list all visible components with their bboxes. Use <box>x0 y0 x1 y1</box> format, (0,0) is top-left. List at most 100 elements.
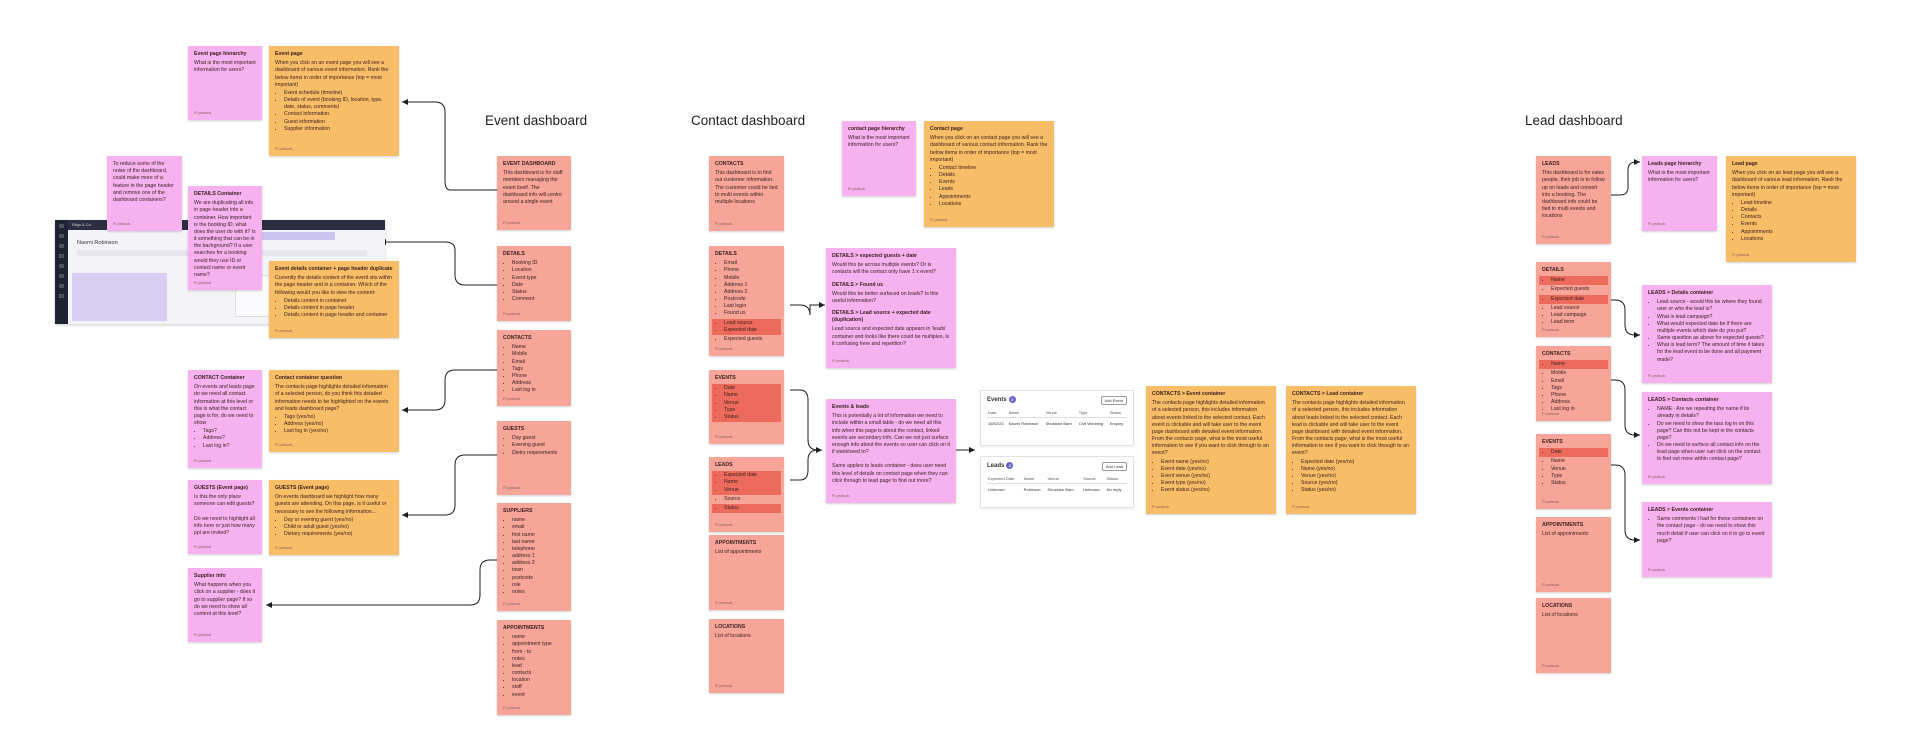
sticky-guests-question[interactable]: GUESTS (Event page) Is this the only pla… <box>188 480 262 554</box>
sticky-event-page[interactable]: Event page When you click on an event pa… <box>269 46 399 156</box>
highlighted-fields: Date Name Venue Type Status <box>712 384 781 423</box>
sticky-contact-appointments[interactable]: APPOINTMENTS List of appointments Fi pxt… <box>709 535 784 610</box>
note-title: CONTACTS <box>503 335 532 341</box>
table-row[interactable]: Unknown Robinson Shustoke Barn Unknown N… <box>987 484 1127 496</box>
list-item: Postcode <box>724 296 778 303</box>
list-item: Address <box>1551 399 1605 406</box>
sticky-details-duplication[interactable]: DETAILS > expected guests + date Would t… <box>826 248 956 368</box>
sticky-lead-contacts[interactable]: CONTACTS Name Mobile Email Tags Phone Ad… <box>1536 346 1611 421</box>
sticky-event-dashboard[interactable]: EVENT DASHBOARD This dashboard is for st… <box>497 156 571 230</box>
note-body: Lead source and expected date appears in… <box>832 326 950 347</box>
list-item: Lead source <box>1551 305 1605 312</box>
note-author: Fi pxtruck <box>1648 373 1666 379</box>
sticky-lead-locations[interactable]: LOCATIONS List of locations Fi pxtruck <box>1536 598 1611 673</box>
table-cell: Unknown <box>988 487 1005 492</box>
sticky-event-hierarchy[interactable]: Event page hierarchy What is the most im… <box>188 46 262 120</box>
list-item: Address 1 <box>724 282 778 289</box>
highlighted-fields: Name <box>1539 276 1608 286</box>
screenshot-sidebar <box>55 220 68 324</box>
sticky-contacts-dashboard[interactable]: CONTACTS This dashboard is to find out c… <box>709 156 784 231</box>
sticky-contact-page[interactable]: Contact page When you click on an contac… <box>924 121 1054 227</box>
list-item: Tags? <box>203 428 256 435</box>
note-author: Fi pxtruck <box>275 545 293 551</box>
list-item: role <box>512 582 565 589</box>
sticky-contact-question[interactable]: Contact container question The contacts … <box>269 370 399 452</box>
sticky-contact-locations[interactable]: LOCATIONS List of locations Fi pxtruck <box>709 619 784 693</box>
screenshot-details-panel <box>72 273 167 321</box>
sticky-supplier-info[interactable]: Supplier info What happens when you clic… <box>188 568 262 642</box>
sticky-leads-events-container[interactable]: LEADS > Events container Same comments I… <box>1642 502 1772 577</box>
table-cell: Shustoke Barn <box>1045 421 1072 426</box>
list-item: Email <box>512 359 565 366</box>
list-item: Name (yes/no) <box>1301 466 1410 473</box>
note-author: Fi pxtruck <box>194 632 212 638</box>
sticky-lead-details[interactable]: DETAILS Name Expected guests Expected da… <box>1536 262 1611 337</box>
sticky-leads-details-container[interactable]: LEADS > Details container Lead source - … <box>1642 285 1772 383</box>
list-item: Venue <box>724 487 778 494</box>
list-item: Found us <box>724 310 778 317</box>
note-title: Events & leads <box>832 404 869 410</box>
sticky-contact-container[interactable]: CONTACT Container On events and leads pa… <box>188 370 262 468</box>
highlighted-fields: Date <box>1539 448 1608 458</box>
table-cell: Enquiry <box>1109 421 1124 426</box>
sticky-leads-dashboard[interactable]: LEADS This dashboard is for sales people… <box>1536 156 1611 244</box>
note-title: LEADS <box>715 462 733 468</box>
note-author: Fi pxtruck <box>1152 504 1170 510</box>
note-author: Fi pxtruck <box>1648 474 1666 480</box>
table-cell: Robinson <box>1023 487 1041 492</box>
sticky-event-appointments[interactable]: APPOINTMENTS name appointment type from … <box>497 620 571 715</box>
sticky-contact-leads[interactable]: LEADS Expected date Name Venue Source St… <box>709 457 784 532</box>
sticky-leads-hierarchy[interactable]: Leads page hierarchy What is the most im… <box>1642 156 1717 231</box>
sticky-event-guests[interactable]: GUESTS Day guest Evening guest Dietry re… <box>497 421 571 495</box>
list-item: Last log in (yes/no) <box>284 428 393 435</box>
note-author: Fi pxtruck <box>503 396 521 402</box>
list-item: What is lead term? The amount of time it… <box>1657 342 1766 364</box>
list-item: Do we need to show the lass log in on th… <box>1657 421 1766 443</box>
table-cell: Civil Wedding <box>1078 421 1104 426</box>
note-author: Fi pxtruck <box>715 600 733 606</box>
add-event-button[interactable]: Add Event <box>1100 396 1127 405</box>
note-author: Fi pxtruck <box>715 346 733 352</box>
sticky-contact-details[interactable]: DETAILS Email Phone Mobile Address 1 Add… <box>709 246 784 356</box>
note-list: Expected guests <box>715 336 778 343</box>
sticky-contact-hierarchy[interactable]: contact page hierarchy What is the most … <box>842 121 916 196</box>
note-title: LEADS <box>1542 161 1560 167</box>
note-list: Expected date (yes/no) Name (yes/no) Ven… <box>1292 459 1410 495</box>
leads-table-title: Leads <box>987 462 1005 469</box>
sticky-guests-options[interactable]: GUESTS (Event page) On events dashboard … <box>269 480 399 555</box>
leads-table-header: Leads 2 <box>987 462 1127 469</box>
list-item: Status <box>724 505 778 512</box>
sticky-leads-contacts-container[interactable]: LEADS > Contacts container NAME - Are we… <box>1642 392 1772 484</box>
note-title: EVENTS <box>715 375 736 381</box>
note-body: List of appointments <box>715 549 762 556</box>
sticky-lead-events[interactable]: EVENTS Date Name Venue Type Status Fi px… <box>1536 434 1611 509</box>
list-item: Same comments I had for these containers… <box>1657 516 1766 545</box>
list-item: Address <box>512 380 565 387</box>
sticky-event-details[interactable]: DETAILS Booking ID Location Event type D… <box>497 246 571 321</box>
list-item: Event venue (yes/no) <box>1161 473 1270 480</box>
note-author: Fi pxtruck <box>503 601 521 607</box>
note-author: Fi pxtruck <box>1542 234 1560 240</box>
sticky-event-suppliers[interactable]: SUPPLIERS name email first name last nam… <box>497 503 571 611</box>
sticky-event-contacts[interactable]: CONTACTS Name Mobile Email Tags Phone Ad… <box>497 330 571 406</box>
sticky-details-container[interactable]: DETAILS Container We are duplicating all… <box>188 186 262 290</box>
note-author: Fi pxtruck <box>1542 411 1560 417</box>
table-row[interactable]: 16/02/23 Naomi Robinson Shustoke Barn Ci… <box>987 418 1127 430</box>
list-item: appointment type <box>512 641 565 648</box>
sticky-contacts-event-container[interactable]: CONTACTS > Event container The contacts … <box>1146 386 1276 514</box>
table-cell: Naomi Robinson <box>1008 421 1039 426</box>
note-body: When you click on an event page you will… <box>275 60 389 88</box>
note-author: Fi pxtruck <box>1648 221 1666 227</box>
sticky-reduce-noise[interactable]: To reduce some of the noise of the dashb… <box>107 156 182 231</box>
note-body: Would this be across multiple events? Or… <box>832 262 936 276</box>
sticky-contact-events[interactable]: EVENTS Date Name Venue Type Status Fi px… <box>709 370 784 444</box>
sticky-lead-appointments[interactable]: APPOINTMENTS List of appointments Fi pxt… <box>1536 517 1611 592</box>
sticky-lead-page[interactable]: Lead page When you click on an lead page… <box>1726 156 1856 262</box>
sticky-contacts-lead-container[interactable]: CONTACTS > Lead container The contacts p… <box>1286 386 1416 514</box>
add-lead-button[interactable]: Add Lead <box>1101 462 1127 471</box>
sticky-events-leads[interactable]: Events & leads This is potentially a lot… <box>826 399 956 503</box>
list-item: Details content in page header and conta… <box>284 312 393 319</box>
sticky-details-duplicate[interactable]: Event details container + page header du… <box>269 261 399 338</box>
note-author: Fi pxtruck <box>503 705 521 711</box>
